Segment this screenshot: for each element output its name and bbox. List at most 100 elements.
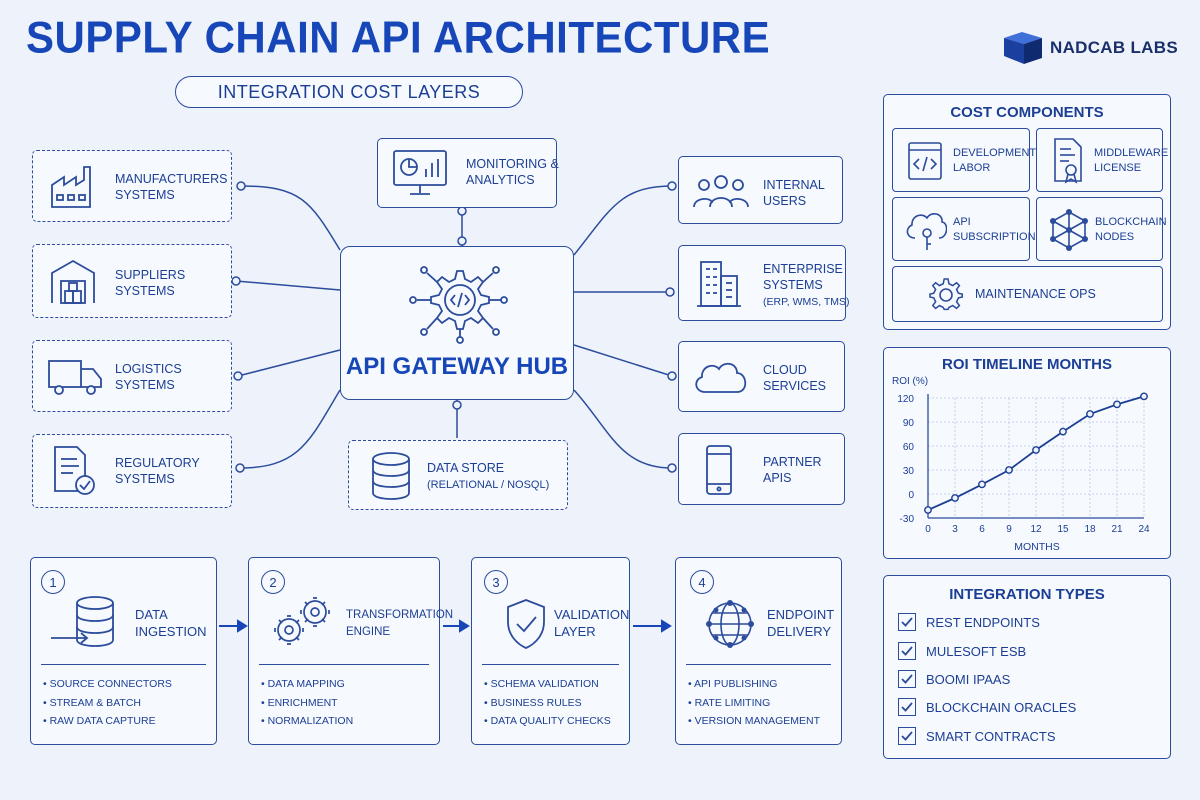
cost-card-api-subscriptions[interactable]: API SUBSCRIPTIONS (892, 197, 1043, 261)
node-internal-users-label-1: INTERNAL (763, 178, 825, 192)
node-cloud-services-label-1: CLOUD (763, 363, 807, 377)
roi-point (1086, 410, 1094, 418)
step-2-label-1: TRANSFORMATION (346, 609, 454, 621)
factory-icon (51, 166, 91, 208)
node-internal-users-label-2: USERS (763, 194, 807, 208)
node-monitoring[interactable]: MONITORING & ANALYTICS (377, 138, 559, 208)
logo-cube-icon (1004, 32, 1042, 64)
integration-item-rest[interactable]: REST ENDPOINTS (898, 613, 1040, 631)
bullet-item: • RATE LIMITING (688, 696, 771, 709)
node-data-store-label-1: DATA STORE (427, 461, 505, 475)
node-monitoring-label-1: MONITORING & (466, 157, 559, 171)
document-check-icon (54, 446, 95, 495)
cost-card-middleware-label-2: LICENSE (1094, 162, 1142, 174)
bullet-item: • NORMALIZATION (261, 715, 354, 727)
checkbox-checked-icon[interactable] (898, 727, 916, 745)
step-validation[interactable]: 3 VALIDATION LAYER • SCHEMA VALIDATION •… (471, 557, 630, 745)
node-logistics-label-2: SYSTEMS (115, 378, 175, 392)
step-1-label-1: DATA (135, 607, 168, 622)
roi-point (1005, 466, 1013, 474)
step-number-badge: 4 (690, 570, 714, 594)
database-icon (372, 452, 410, 500)
integration-item-boomi[interactable]: BOOMI IPAAS (898, 670, 1010, 688)
building-icon (697, 261, 741, 307)
integration-item-oracles[interactable]: BLOCKCHAIN ORACLES (898, 698, 1076, 716)
bullet-item: • STREAM & BATCH (43, 696, 141, 709)
node-logistics[interactable]: LOGISTICS SYSTEMS (32, 340, 232, 412)
gear-icon (929, 278, 963, 311)
step-endpoint-delivery[interactable]: 4 ENDPOINT DELIVERY • API PUBLISHING • R… (675, 557, 842, 745)
x-tick-label: 15 (1057, 524, 1069, 535)
cost-card-middleware[interactable]: MIDDLEWARE LICENSE (1036, 128, 1168, 192)
node-logistics-label-1: LOGISTICS (115, 362, 182, 376)
node-manufacturers-label-2: SYSTEMS (115, 188, 175, 202)
checkbox-checked-icon[interactable] (898, 613, 916, 631)
cost-card-development[interactable]: DEVELOPMENT LABOR (892, 128, 1036, 192)
step-4-label-2: DELIVERY (767, 624, 832, 639)
node-suppliers-label-1: SUPPLIERS (115, 268, 186, 282)
x-tick-label: 18 (1084, 524, 1096, 535)
x-tick-label: 9 (1006, 524, 1012, 535)
step-number-badge: 1 (41, 570, 65, 594)
step-number-badge: 2 (261, 570, 285, 594)
step-data-ingestion[interactable]: 1 DATA INGESTION • SOURCE CONNECTORS • S… (30, 557, 217, 745)
roi-point (978, 480, 986, 489)
roi-point (1059, 427, 1067, 436)
step-2-label-2: ENGINE (346, 626, 391, 638)
node-partner-apis-label-1: PARTNER (763, 455, 822, 469)
node-enterprise[interactable]: ENTERPRISE SYSTEMS (ERP, WMS, TMS) (678, 245, 850, 321)
roi-series (924, 392, 1148, 514)
node-internal-users[interactable]: INTERNAL USERS (678, 156, 843, 224)
subtitle-pill: INTEGRATION COST LAYERS (175, 76, 523, 108)
node-regulatory[interactable]: REGULATORY SYSTEMS (32, 434, 232, 508)
bullet-item: • ENRICHMENT (261, 696, 338, 709)
integration-item-label: REST ENDPOINTS (926, 614, 1040, 630)
checkbox-checked-icon[interactable] (898, 670, 916, 688)
bullet-item: • API PUBLISHING (688, 678, 778, 690)
integration-item-mulesoft[interactable]: MULESOFT ESB (898, 642, 1026, 660)
code-window-icon (908, 142, 942, 180)
node-partner-apis[interactable]: PARTNER APIS (678, 433, 845, 505)
cost-card-blockchain[interactable]: BLOCKCHAIN NODES (1036, 197, 1167, 261)
roi-y-axis-label: ROI (%) (892, 376, 928, 387)
api-gateway-hub[interactable]: API GATEWAY HUB (340, 246, 574, 400)
x-tick-label: 21 (1111, 524, 1123, 535)
x-tick-label: 6 (979, 524, 985, 535)
page-title: SUPPLY CHAIN API ARCHITECTURE (26, 12, 771, 63)
node-cloud-services[interactable]: CLOUD SERVICES (678, 341, 845, 412)
users-icon (693, 175, 749, 208)
node-manufacturers[interactable]: MANUFACTURERS SYSTEMS (32, 150, 232, 222)
hub-title: API GATEWAY HUB (345, 353, 569, 380)
checkbox-checked-icon[interactable] (898, 698, 916, 716)
roi-grid (927, 397, 1145, 519)
logo: NADCAB LABS (1002, 30, 1178, 66)
step-number-badge: 3 (484, 570, 508, 594)
y-tick-label: 90 (903, 418, 915, 429)
node-data-store[interactable]: DATA STORE (RELATIONAL / NOSQL) (348, 440, 568, 510)
truck-icon (48, 360, 102, 395)
cost-card-development-label-2: LABOR (953, 162, 991, 174)
integration-types-title: INTEGRATION TYPES (949, 586, 1105, 603)
node-monitoring-label-2: ANALYTICS (466, 173, 535, 187)
x-tick-label: 0 (925, 524, 931, 535)
bullet-item: • BUSINESS RULES (484, 696, 582, 709)
gears-icon (274, 597, 330, 645)
dashboard-icon (393, 150, 447, 195)
node-enterprise-label-3: (ERP, WMS, TMS) (763, 296, 850, 308)
checkbox-checked-icon[interactable] (898, 642, 916, 660)
bullet-item: • RAW DATA CAPTURE (43, 715, 156, 727)
node-suppliers[interactable]: SUPPLIERS SYSTEMS (32, 244, 232, 318)
roi-point (1140, 392, 1148, 401)
cost-card-middleware-label-1: MIDDLEWARE (1094, 147, 1169, 159)
cloud-key-icon (906, 213, 947, 250)
cost-card-maintenance[interactable]: MAINTENANCE OPS (892, 266, 1163, 322)
integration-item-contracts[interactable]: SMART CONTRACTS (898, 727, 1056, 745)
node-suppliers-label-2: SYSTEMS (115, 284, 175, 298)
cost-components-title: COST COMPONENTS (950, 104, 1104, 121)
integration-types-panel: INTEGRATION TYPES REST ENDPOINTS MULESOF… (883, 575, 1171, 759)
step-3-bullets: • SCHEMA VALIDATION • BUSINESS RULES • D… (484, 675, 611, 731)
step-transformation[interactable]: 2 TRANSFORMATION ENGINE • DATA MAPPING •… (248, 557, 453, 745)
